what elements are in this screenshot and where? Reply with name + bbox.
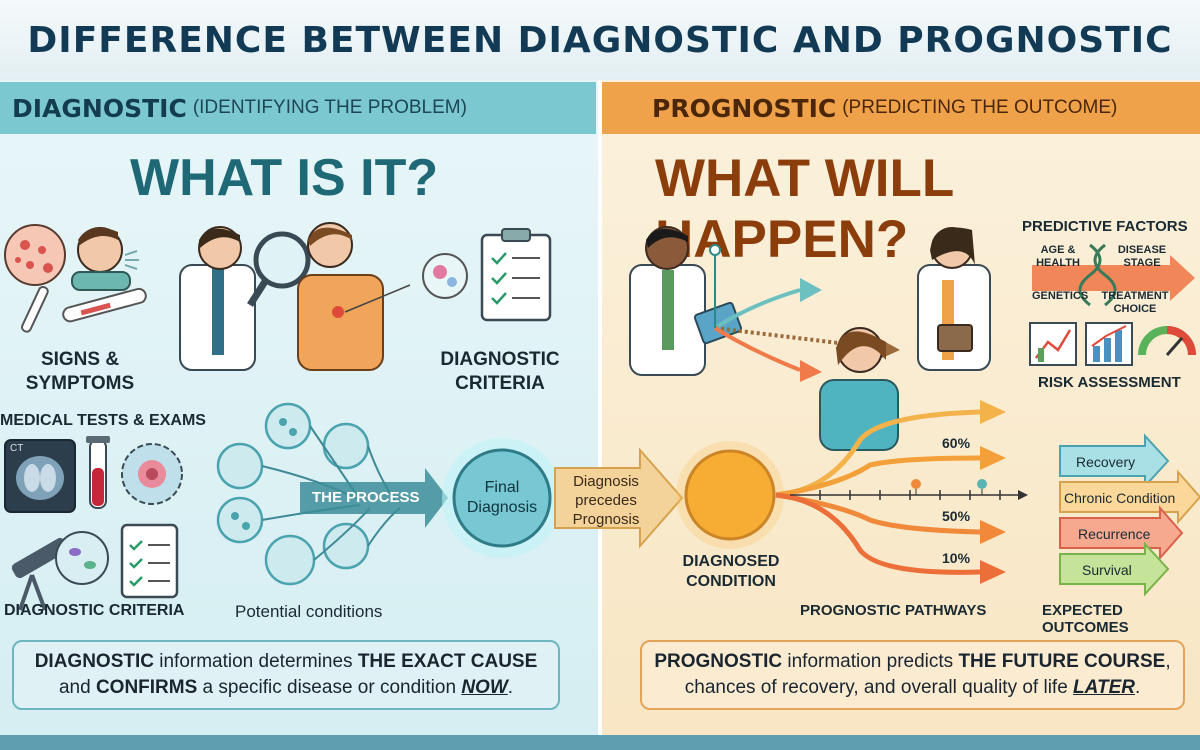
line-chart-icon <box>1029 322 1077 366</box>
diagnostic-summary: DIAGNOSTIC information determines THE EX… <box>12 640 560 710</box>
bottom-strip <box>0 735 1200 750</box>
doctor-clipboard-icon <box>629 226 743 376</box>
signs-symptoms-label: SIGNS &SYMPTOMS <box>25 349 135 394</box>
thermometer-icon <box>20 285 147 333</box>
diagnostic-header-subtitle: (IDENTIFYING THE PROBLEM) <box>192 97 467 118</box>
microscope-icon <box>11 537 69 611</box>
prognostic-summary: PROGNOSTIC information predicts THE FUTU… <box>640 640 1185 710</box>
prognostic-header: PROGNOSTIC (PREDICTING THE OUTCOME) <box>602 82 1200 134</box>
gauge-icon <box>1138 326 1196 356</box>
final-diagnosis-circle <box>452 448 552 548</box>
petri-dish-icon <box>55 531 109 585</box>
pathway-percent-10: 10% <box>942 550 971 566</box>
diagnostic-header: DIAGNOSTIC (IDENTIFYING THE PROBLEM) <box>0 82 596 134</box>
prognostic-question: WHAT WILL HAPPEN? <box>655 149 954 269</box>
outcome-recurrence: Recurrence <box>1078 526 1151 542</box>
doctor-woman-icon <box>917 227 991 371</box>
process-label: THE PROCESS <box>312 489 420 506</box>
expected-outcomes-label: EXPECTED OUTCOMES <box>1042 602 1129 636</box>
bar-chart-icon <box>1085 322 1133 366</box>
cell-icon <box>121 443 183 505</box>
doctor-magnifier-icon <box>179 226 311 371</box>
factor-genetics: GENETICS <box>1032 290 1089 302</box>
patient-icon <box>297 222 384 371</box>
survival-arrow <box>1059 541 1170 597</box>
prognostic-panel <box>600 80 1200 735</box>
page-title: DIFFERENCE BETWEEN DIAGNOSTIC AND PROGNO… <box>27 19 1173 61</box>
dna-icon <box>1078 243 1117 307</box>
skin-rash-icon <box>4 224 66 286</box>
title-bar: DIFFERENCE BETWEEN DIAGNOSTIC AND PROGNO… <box>0 0 1200 80</box>
left-illustrations <box>4 222 684 611</box>
pathway-percent-60: 60% <box>942 435 971 451</box>
test-tube-icon <box>86 436 110 509</box>
prognostic-header-subtitle: (PREDICTING THE OUTCOME) <box>842 97 1118 118</box>
prognostic-pathways-label: PROGNOSTIC PATHWAYS <box>800 602 987 619</box>
ct-scan-icon <box>4 439 76 513</box>
outcome-survival: Survival <box>1082 562 1132 578</box>
clipboard-small-icon <box>120 523 179 599</box>
risk-assessment-label: RISK ASSESSMENT <box>1038 374 1181 391</box>
outcome-recovery: Recovery <box>1076 454 1136 470</box>
pathway-percent-50: 50% <box>942 508 971 524</box>
ct-label: CT <box>10 443 24 454</box>
patient-woman-icon <box>819 327 899 451</box>
panel-divider <box>598 80 602 735</box>
factor-age-health: AGE &HEALTH <box>1036 244 1080 269</box>
right-illustrations <box>629 226 1200 597</box>
precedes-arrow-icon <box>554 447 684 549</box>
recurrence-arrow <box>1059 505 1184 561</box>
diagnosed-condition-circle <box>684 449 776 541</box>
diagnostic-criteria-bottom-label: DIAGNOSTIC CRITERIA <box>4 602 185 619</box>
predictive-factors-arrow-icon <box>1032 255 1195 301</box>
clipboard-icon <box>480 228 552 322</box>
diagnostic-question: WHAT IS IT? <box>130 149 439 207</box>
bacteria-circle-icon <box>422 253 468 299</box>
potential-conditions-label: Potential conditions <box>235 602 383 621</box>
diagnostic-header-title: DIAGNOSTIC <box>12 93 187 123</box>
chronic-arrow <box>1059 469 1200 525</box>
recovery-arrow <box>1059 433 1170 489</box>
prognostic-header-title: PROGNOSTIC <box>652 93 837 123</box>
process-arrow-icon <box>300 468 448 528</box>
predictive-factors-title: PREDICTIVE FACTORS <box>1022 218 1188 235</box>
medical-tests-label: MEDICAL TESTS & EXAMS <box>0 412 206 429</box>
coughing-person-icon <box>71 227 139 291</box>
outcome-chronic-condition: Chronic Condition <box>1064 490 1176 506</box>
